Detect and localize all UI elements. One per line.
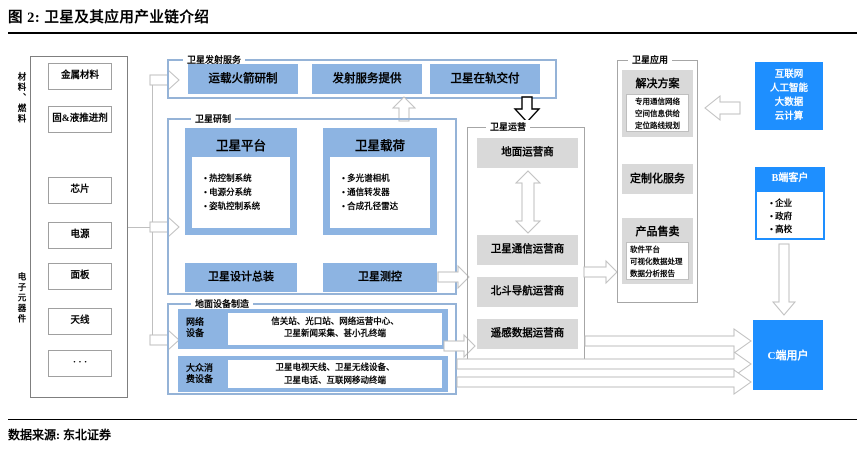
- box-design-assembly: 卫星设计总装: [185, 263, 297, 292]
- b-customer-item: 企业: [770, 197, 823, 210]
- application-section: 卫星应用: [617, 53, 698, 303]
- satellite-platform-box: 卫星平台 热控制系统 电源分系统 姿轨控制系统: [185, 128, 297, 235]
- network-equipment-content: 信关站、光口站、网络运营中心、 卫星新闻采集、甚小孔终端: [228, 313, 442, 345]
- tech-line: 大数据: [774, 98, 804, 108]
- operation-section-label: 卫星运营: [486, 120, 531, 133]
- tech-line: 互联网: [774, 70, 804, 80]
- box-in-orbit-delivery: 卫星在轨交付: [430, 64, 540, 94]
- ground-section-label: 地面设备制造: [191, 297, 254, 310]
- b-customers-box: B端客户 企业 政府 高校: [755, 167, 825, 240]
- product-item: 数据分析报告: [630, 269, 675, 278]
- c-users-box: C端用户: [753, 320, 823, 390]
- product-title: 产品售卖: [635, 226, 680, 238]
- solution-box: 解决方案 专用通信网络 空间信息供给 定位路线规划: [622, 70, 693, 137]
- electronics-side-label: 电子元器件: [17, 272, 27, 325]
- solution-title: 解决方案: [635, 78, 680, 90]
- product-item: 软件平台: [630, 245, 660, 254]
- component-power: 电源: [48, 222, 112, 249]
- product-item: 可视化数据处理: [630, 257, 683, 266]
- launch-service-section: 卫星发射服务: [167, 53, 557, 99]
- tech-line: 人工智能: [769, 84, 808, 94]
- box-rocket-development: 运载火箭研制: [188, 64, 298, 94]
- b-customer-item: 高校: [770, 223, 823, 236]
- network-equipment-line: 卫星新闻采集、甚小孔终端: [283, 328, 386, 338]
- component-ellipsis: · · ·: [48, 350, 112, 377]
- consumer-equipment-line: 卫星电话、互联网移动终端: [283, 375, 386, 385]
- solution-item: 空间信息供给: [635, 109, 680, 118]
- materials-fuel-side-label: 材料、燃料: [17, 72, 27, 125]
- component-antenna: 天线: [48, 308, 112, 335]
- arrow-operation-to-application-icon: [583, 259, 618, 285]
- footer-divider: [8, 419, 857, 420]
- network-equipment-row: 网络设备 信关站、光口站、网络运营中心、 卫星新闻采集、甚小孔终端: [178, 309, 448, 349]
- component-metal-materials: 金属材料: [48, 63, 112, 90]
- box-beidou-operator: 北斗导航运营商: [477, 277, 578, 307]
- payload-title: 卫星载荷: [354, 139, 405, 153]
- product-sales-box: 产品售卖 软件平台 可视化数据处理 数据分析报告: [622, 218, 693, 284]
- custom-service-box: 定制化服务: [622, 164, 693, 194]
- consumer-equipment-category: 大众消费设备: [186, 363, 214, 384]
- arrow-b-to-c-icon: [771, 243, 797, 316]
- trunk-line: [152, 80, 153, 340]
- payload-item: 多光谱相机: [342, 171, 430, 185]
- data-source: 数据来源: 东北证券: [8, 428, 111, 442]
- box-launch-service: 发射服务提供: [312, 64, 422, 94]
- arrow-launch-to-operation-icon: [513, 96, 541, 124]
- box-ground-operator: 地面运营商: [477, 138, 578, 168]
- b-customers-items: 企业 政府 高校: [755, 190, 825, 240]
- application-section-label: 卫星应用: [628, 53, 673, 66]
- consumer-equipment-row: 大众消费设备 卫星电视天线、卫星无线设备、 卫星电话、互联网移动终端: [178, 356, 448, 392]
- title-divider: [8, 32, 857, 34]
- development-section: 卫星研制: [167, 112, 457, 295]
- arrow-network-to-c-icon: [456, 351, 752, 377]
- development-section-label: 卫星研制: [191, 112, 236, 125]
- platform-items: 热控制系统 电源分系统 姿轨控制系统: [192, 157, 290, 228]
- arrow-consumer-to-c-icon: [456, 369, 752, 395]
- platform-title: 卫星平台: [215, 139, 266, 153]
- arrow-ground-comm-bidirectional-icon: [514, 170, 542, 234]
- platform-item: 姿轨控制系统: [204, 199, 290, 213]
- launch-section-label: 卫星发射服务: [183, 53, 246, 66]
- box-satellite-ttc: 卫星测控: [323, 263, 437, 292]
- product-items: 软件平台 可视化数据处理 数据分析报告: [626, 242, 689, 280]
- component-propellant: 固&液推进剂: [48, 106, 112, 133]
- payload-item: 通信转发器: [342, 185, 430, 199]
- payload-items: 多光谱相机 通信转发器 合成孔径雷达: [330, 157, 430, 228]
- solution-item: 定位路线规划: [635, 121, 680, 130]
- component-chip: 芯片: [48, 177, 112, 204]
- tech-enablers-box: 互联网 人工智能 大数据 云计算: [755, 62, 823, 130]
- component-panel: 面板: [48, 263, 112, 290]
- feed-line: [128, 227, 152, 228]
- payload-item: 合成孔径雷达: [342, 199, 430, 213]
- network-equipment-category: 网络设备: [186, 317, 205, 338]
- solution-items: 专用通信网络 空间信息供给 定位路线规划: [626, 94, 689, 132]
- components-column-frame: [30, 56, 128, 398]
- consumer-equipment-line: 卫星电视天线、卫星无线设备、: [275, 362, 395, 372]
- platform-item: 热控制系统: [204, 171, 290, 185]
- arrow-tech-to-solution-icon: [704, 94, 741, 122]
- b-customer-item: 政府: [770, 210, 823, 223]
- solution-item: 专用通信网络: [635, 97, 680, 106]
- arrow-development-to-launch-icon: [391, 96, 417, 122]
- ground-equipment-section: 地面设备制造: [167, 297, 457, 395]
- network-equipment-line: 信关站、光口站、网络运营中心、: [271, 316, 399, 326]
- b-customers-title: B端客户: [755, 167, 825, 190]
- arrow-remote-sensing-to-c-icon: [584, 328, 752, 354]
- arrow-ttc-to-operation-icon: [437, 264, 470, 290]
- consumer-equipment-content: 卫星电视天线、卫星无线设备、 卫星电话、互联网移动终端: [228, 360, 442, 388]
- figure-title: 图 2: 卫星及其应用产业链介绍: [8, 10, 210, 26]
- satellite-payload-box: 卫星载荷 多光谱相机 通信转发器 合成孔径雷达: [323, 128, 437, 235]
- box-remote-sensing-operator: 遥感数据运营商: [477, 319, 578, 349]
- tech-line: 云计算: [774, 112, 804, 122]
- platform-item: 电源分系统: [204, 185, 290, 199]
- box-comm-operator: 卫星通信运营商: [477, 235, 578, 265]
